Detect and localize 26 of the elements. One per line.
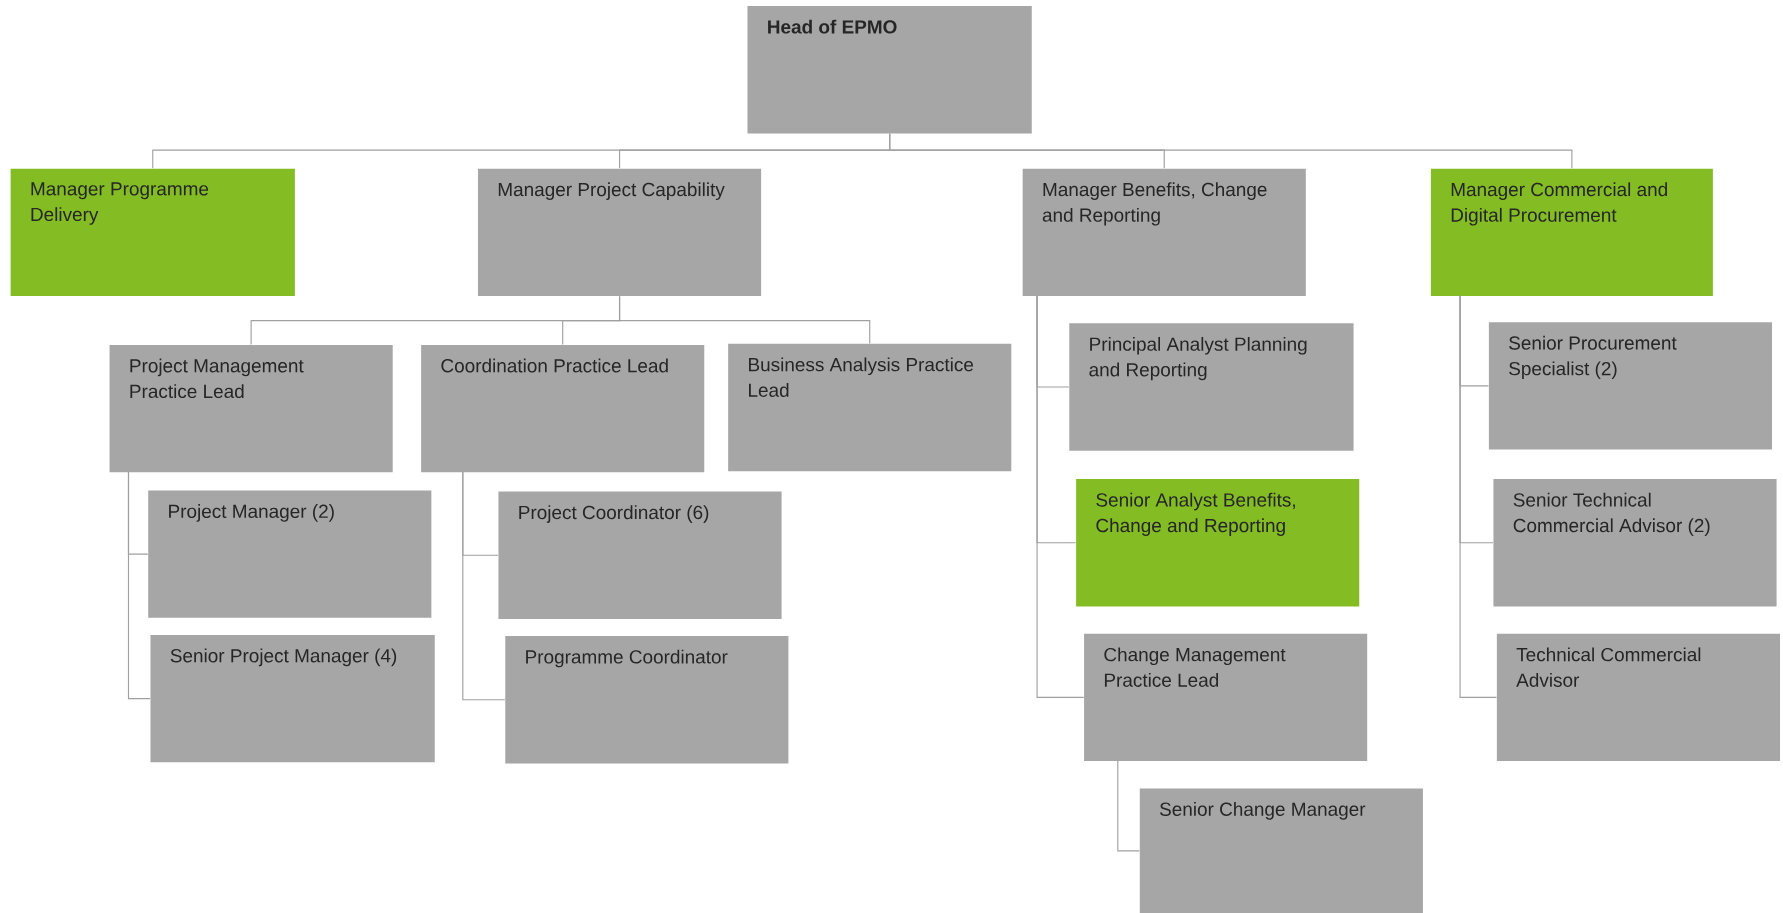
connector-line xyxy=(889,133,1573,169)
position-box: Senior Project Manager (4) xyxy=(150,634,435,763)
connector-line xyxy=(127,471,151,700)
position-box: Senior Technical Commercial Advisor (2) xyxy=(1493,479,1777,607)
connector-line xyxy=(618,295,871,344)
position-box: Senior Change Manager xyxy=(1139,788,1423,913)
position-box: Manager Benefits, Change and Reporting xyxy=(1022,168,1306,296)
position-box: Change Management Practice Lead xyxy=(1084,633,1368,762)
position-box: Manager Programme Delivery xyxy=(10,168,295,296)
position-box: Manager Commercial and Digital Procurement xyxy=(1430,168,1713,296)
position-box: Coordination Practice Lead xyxy=(421,344,705,473)
position-box: Head of EPMO xyxy=(747,6,1032,134)
connector-line xyxy=(1036,295,1085,698)
position-box: Senior Analyst Benefits, Change and Reporting xyxy=(1076,479,1360,607)
connector-line xyxy=(462,471,506,701)
position-box: Senior Procurement Specialist (2) xyxy=(1488,322,1773,450)
connector-line xyxy=(1459,295,1498,698)
position-box: Programme Coordinator xyxy=(505,636,789,764)
position-box: Manager Project Capability xyxy=(478,168,762,296)
connector-line xyxy=(1117,760,1140,852)
position-box: Project Coordinator (6) xyxy=(498,491,782,619)
position-box: Project Manager (2) xyxy=(148,490,432,618)
position-box: Project Management Practice Lead xyxy=(109,344,393,473)
position-box: Technical Commercial Advisor xyxy=(1496,633,1780,762)
position-box: Principal Analyst Planning and Reporting xyxy=(1069,323,1354,451)
position-box: Business Analysis Practice Lead xyxy=(728,343,1012,472)
